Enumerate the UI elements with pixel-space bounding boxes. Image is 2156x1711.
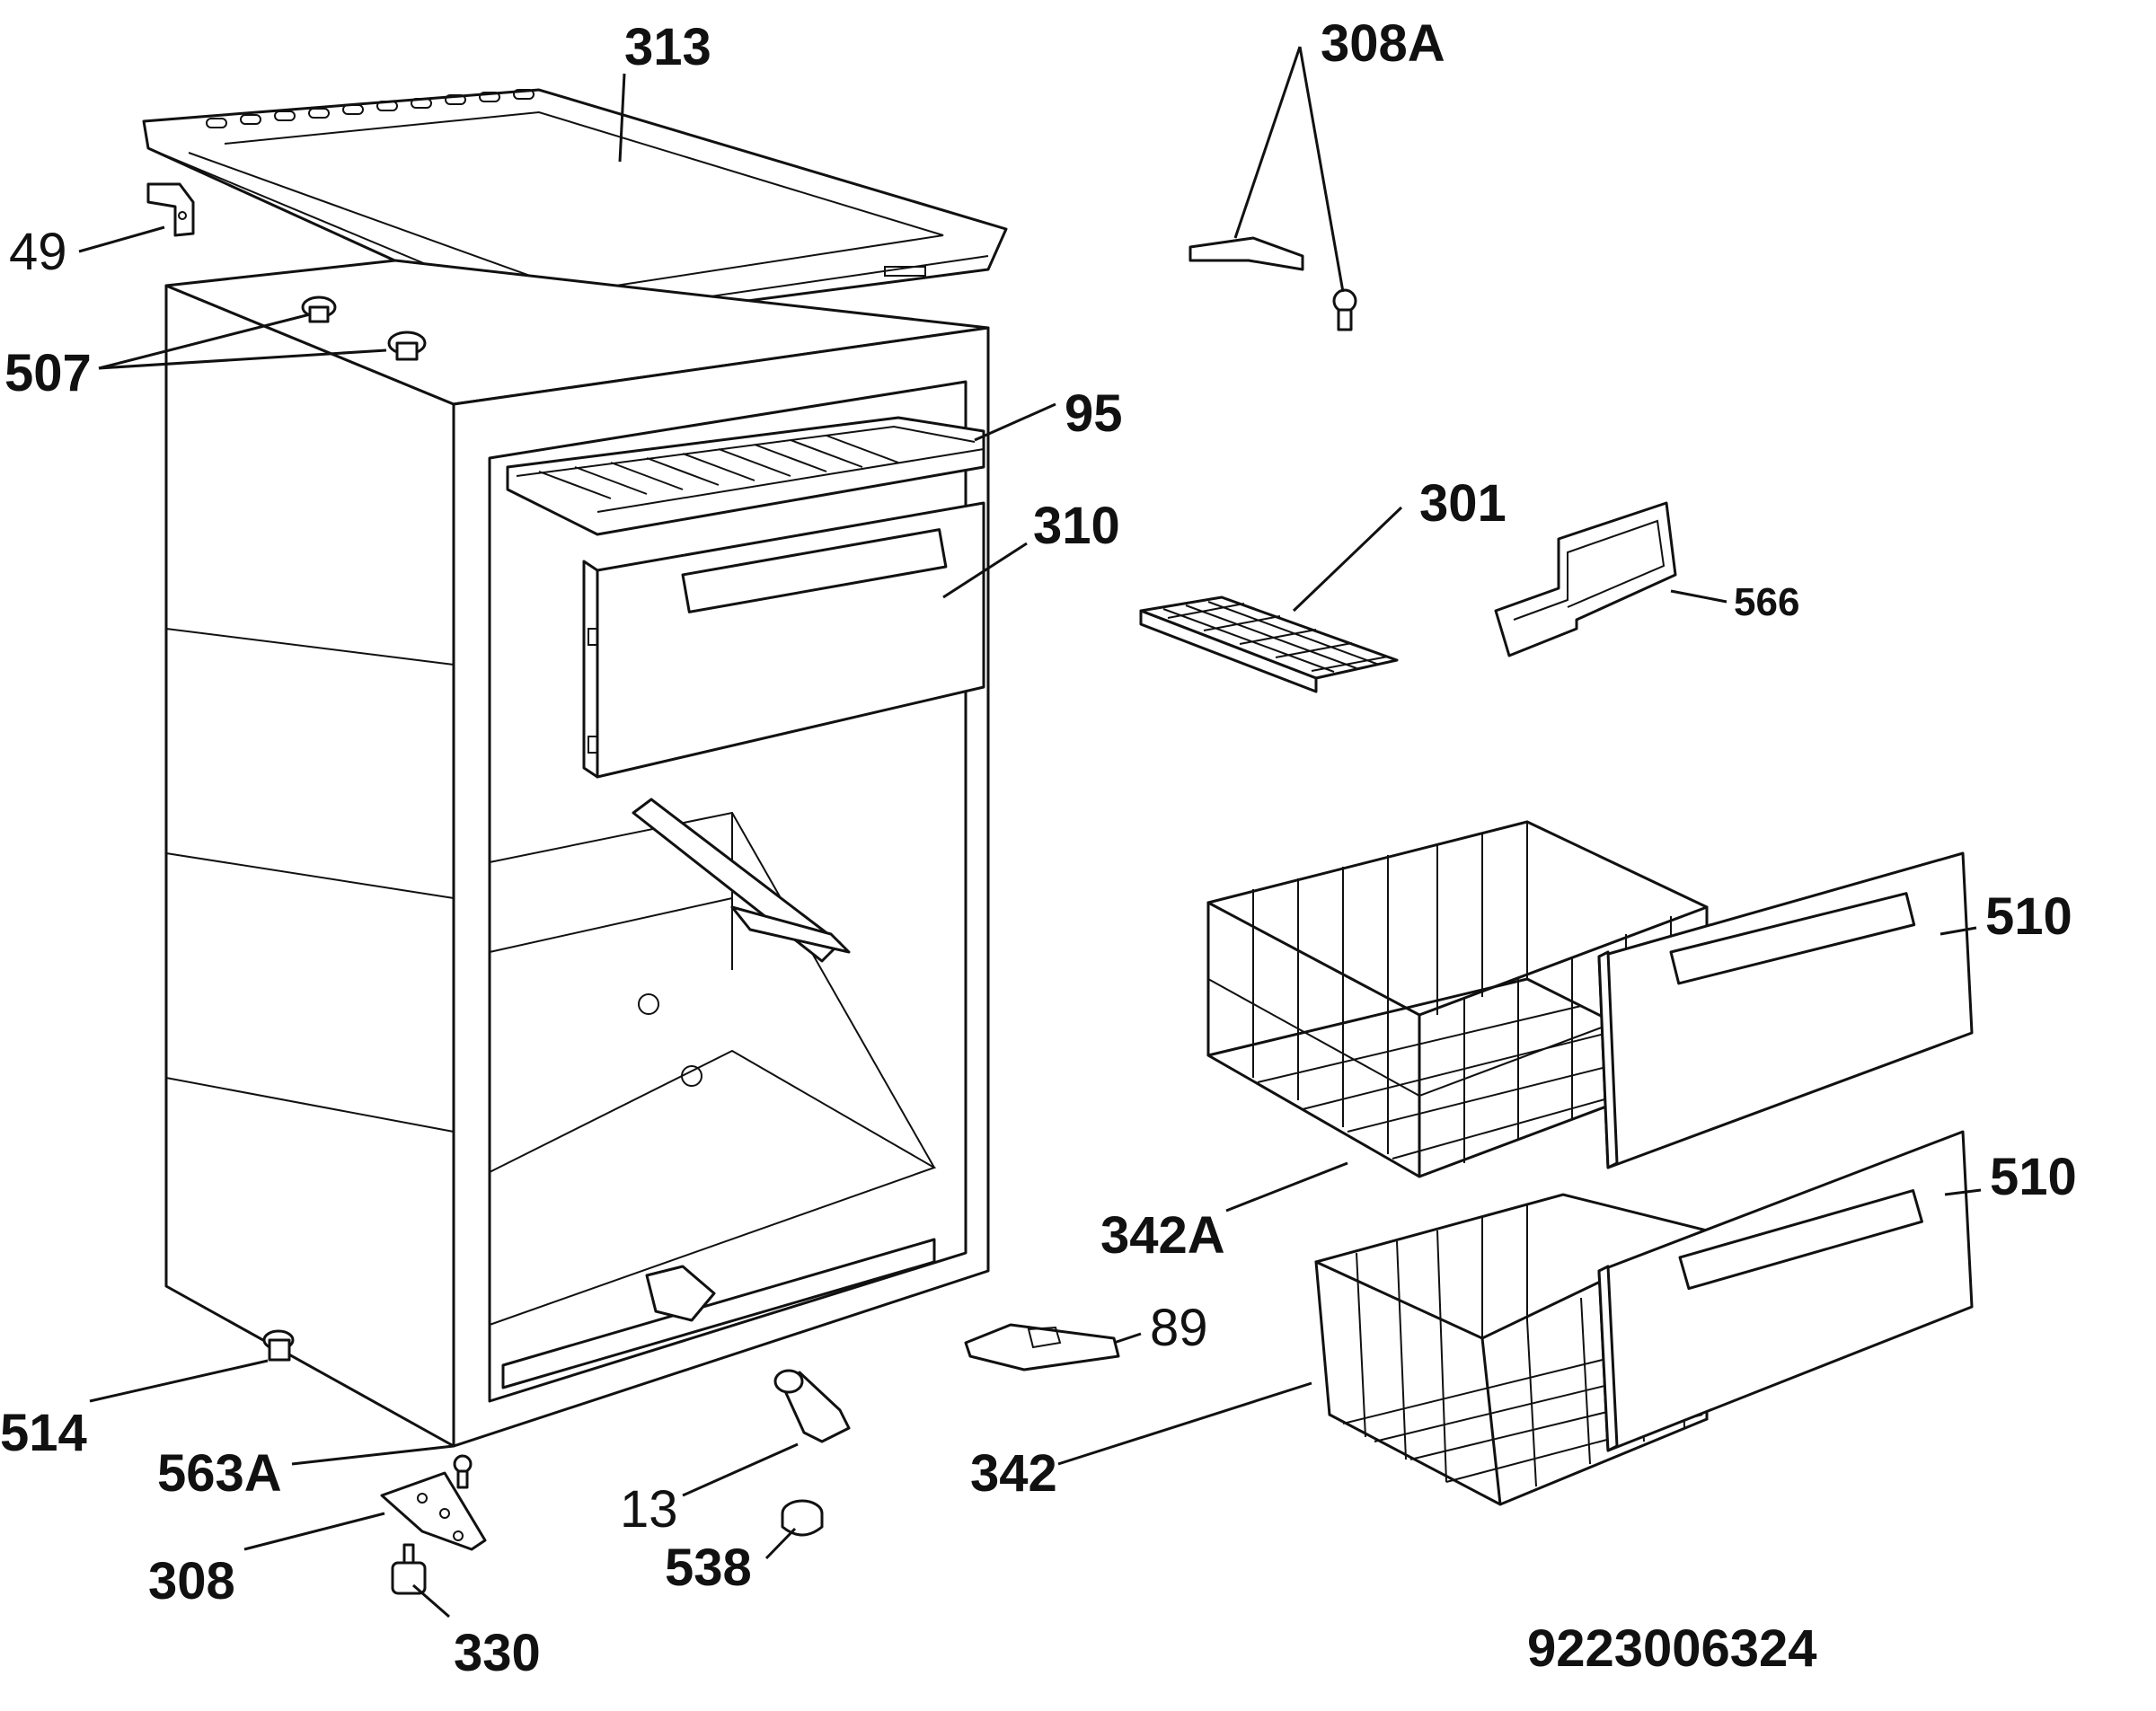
freezer-door-310 [582,501,985,779]
top-panel-badge [884,266,926,277]
label-89: 89 [1150,1299,1208,1357]
label-49: 49 [9,223,67,281]
label-563A: 563A [157,1444,282,1503]
top-panel-313 [142,88,1008,325]
cap-538 [781,1499,824,1537]
bottom-hinge [645,1265,716,1322]
label-514: 514 [0,1404,87,1462]
label-308: 308 [148,1552,235,1610]
label-510-lower: 510 [1990,1148,2077,1206]
basket-342-wires [1342,1204,1703,1487]
screw-563A [453,1454,473,1489]
leader-lines [78,46,1982,1618]
scraper-566 [1494,501,1677,657]
door-310-handle-slot [681,528,948,613]
label-330: 330 [454,1624,541,1682]
hinge-308 [380,1471,487,1551]
label-538: 538 [665,1539,752,1597]
evaporator-grille [538,435,899,499]
front-510-lower-handle-slot [1678,1189,1923,1291]
label-342: 342 [970,1444,1057,1503]
document-number: 9223006324 [1527,1619,1817,1678]
label-510-upper: 510 [1985,887,2072,946]
label-310: 310 [1033,497,1120,555]
top-panel-vent-slots [206,89,535,128]
label-13: 13 [620,1480,678,1539]
label-301: 301 [1419,474,1507,533]
label-507: 507 [4,344,92,402]
label-95: 95 [1065,384,1123,443]
basket-front-510-lower [1597,1130,1974,1452]
label-313: 313 [624,18,711,76]
label-566: 566 [1734,580,1799,624]
part-labels: 313 308A 49 507 95 310 301 566 510 510 3… [0,14,2077,1682]
foot-514 [262,1329,295,1362]
feet-507 [301,295,427,361]
ice-tray-301 [1139,595,1399,693]
front-510-upper-handle-slot [1669,892,1916,985]
basket-front-510-upper [1597,851,1974,1169]
label-342A: 342A [1100,1206,1225,1265]
hinge-308A [1188,236,1357,331]
bracket-49 [146,182,195,237]
lamp-holder-13 [773,1369,851,1443]
hinge-89 [964,1323,1120,1371]
evaporator-shelf-95 [506,416,985,536]
label-308A: 308A [1321,14,1445,73]
adjustable-foot-330 [391,1543,427,1595]
